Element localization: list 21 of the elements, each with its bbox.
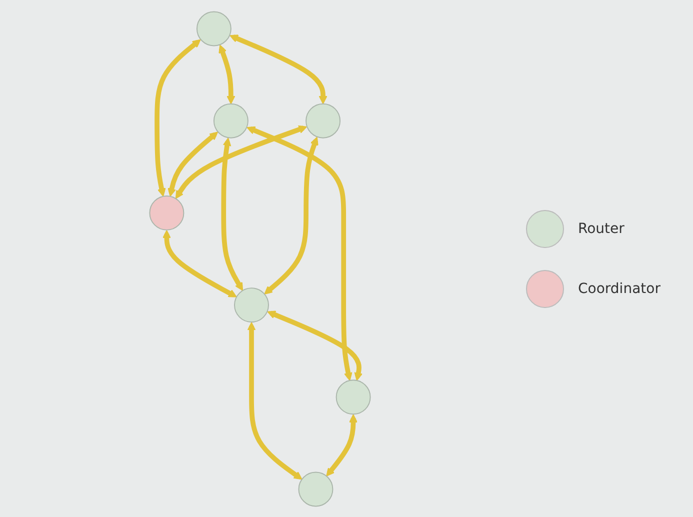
- node-circle: [336, 379, 371, 414]
- node-circle: [213, 102, 248, 138]
- arrow: [175, 124, 308, 198]
- legend-label: Router: [578, 220, 624, 236]
- node-circle: [149, 194, 184, 230]
- arrow: [154, 38, 201, 196]
- arrow: [230, 34, 328, 104]
- arrow: [326, 414, 358, 476]
- arrow: [168, 131, 218, 196]
- arrow: [221, 137, 244, 290]
- arrow: [247, 322, 302, 480]
- arrow: [162, 229, 237, 297]
- arrow: [267, 310, 363, 380]
- arrow: [246, 126, 352, 380]
- node-circle: [196, 10, 232, 46]
- legend-label: Coordinator: [578, 280, 660, 296]
- node-circle: [298, 471, 334, 506]
- arrow: [218, 44, 236, 104]
- node-circle: [234, 287, 269, 322]
- node-circle: [306, 102, 341, 138]
- arrow: [264, 136, 318, 294]
